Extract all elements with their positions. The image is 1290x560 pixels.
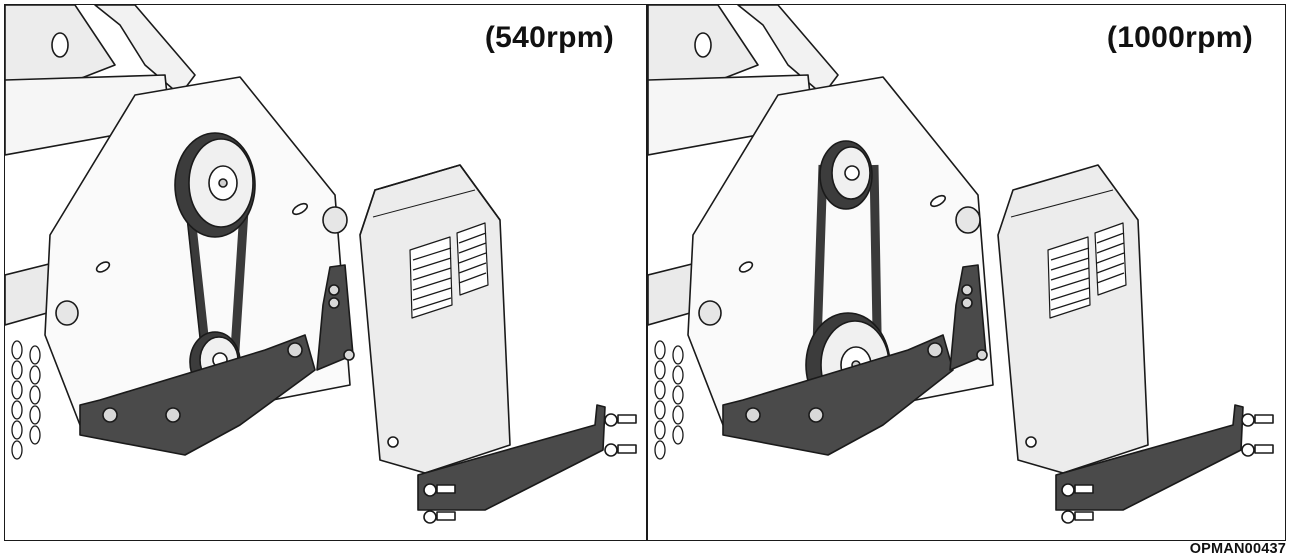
tube-end [51, 32, 69, 58]
drive-assembly-drawing [5, 5, 637, 524]
side-plate [687, 76, 994, 426]
chain [654, 340, 684, 460]
upper-pulley-large [174, 132, 256, 238]
bearing-knob [322, 206, 348, 234]
illustration-panel-1000rpm: (1000rpm) [647, 4, 1286, 541]
chain [11, 340, 41, 460]
vertical-bracket [316, 264, 354, 371]
shield-vents [1047, 222, 1127, 319]
tube-end [694, 32, 712, 58]
bolts [1025, 413, 1274, 524]
bearing-knob-left [698, 300, 722, 326]
illustration-panel-540rpm: (540rpm) [4, 4, 647, 541]
lower-mounting-bracket [722, 334, 954, 456]
shield-mounting-strap [1055, 404, 1244, 511]
vertical-bracket [949, 264, 987, 371]
belt-shield [997, 164, 1149, 474]
shield-mounting-strap [417, 404, 606, 511]
lower-mounting-bracket [79, 334, 316, 456]
rpm-label: (540rpm) [484, 21, 614, 54]
bolts [387, 413, 637, 524]
drive-assembly-drawing [648, 5, 1274, 524]
bearing-knob [955, 206, 981, 234]
shield-vents [409, 222, 489, 319]
rpm-label: (1000rpm) [1106, 21, 1253, 54]
upper-pulley-small [819, 140, 873, 210]
bearing-knob-left [55, 300, 79, 326]
figure-code: OPMAN00437 [1189, 541, 1286, 557]
belt-shield [359, 164, 511, 474]
